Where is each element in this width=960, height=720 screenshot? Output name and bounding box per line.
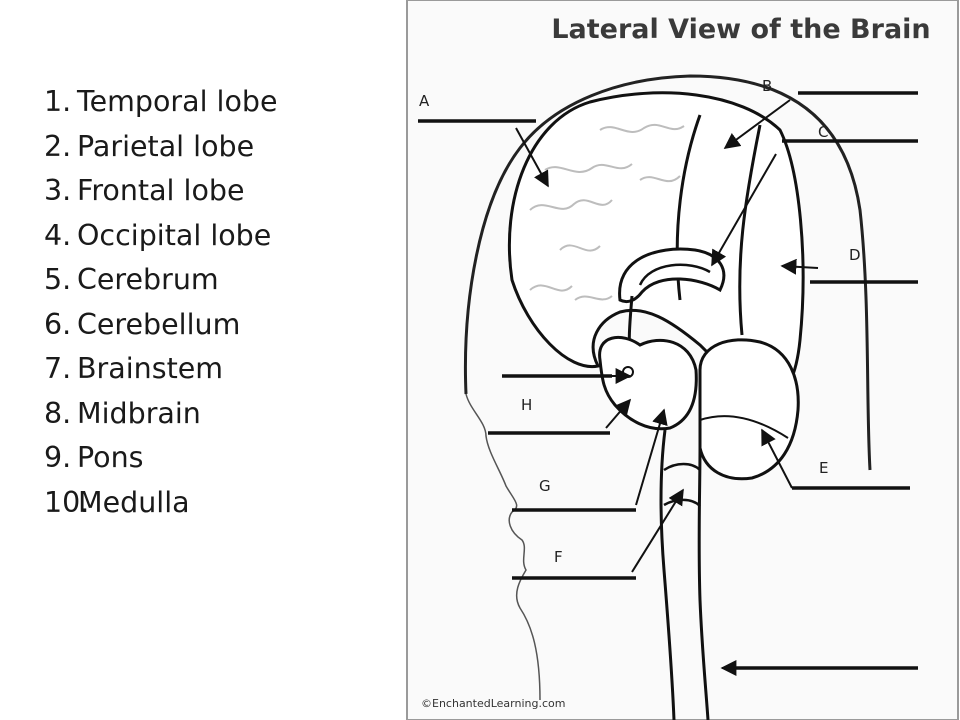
cerebral-gyri xyxy=(529,123,685,301)
limbic-loop xyxy=(638,263,711,286)
term-number: 2. xyxy=(44,129,72,163)
brain-diagram-svg: Lateral View of the Brain xyxy=(406,0,959,720)
diagram-label-g: G xyxy=(539,477,551,495)
pons-line xyxy=(663,462,701,472)
diagram-label-a: A xyxy=(419,92,430,110)
term-number: 5. xyxy=(44,263,72,296)
term-list-item: 9.Pons xyxy=(44,436,278,481)
term-list-item: 7.Brainstem xyxy=(44,347,278,392)
diagram-credit: ©EnchantedLearning.com xyxy=(421,697,565,710)
face-profile xyxy=(465,393,541,701)
term-list-item: 5.Cerebrum xyxy=(44,258,278,303)
term-list-item: 10.Medulla xyxy=(44,481,278,526)
leader-lines xyxy=(418,91,918,676)
term-number: 9. xyxy=(44,441,72,474)
fissure-line xyxy=(738,124,762,336)
cerebellum-fold xyxy=(699,415,789,439)
brain-diagram: Lateral View of the Brain xyxy=(405,0,960,720)
term-list-item: 1.Temporal lobe xyxy=(44,80,278,125)
term-list-item: 8.Midbrain xyxy=(44,392,278,437)
term-number: 1. xyxy=(44,85,72,118)
corpus-callosum xyxy=(618,247,726,304)
diagram-label-d: D xyxy=(849,246,861,264)
term-number: 8. xyxy=(44,396,72,430)
term-list-item: 2.Parietal lobe xyxy=(44,125,278,170)
term-list: 1.Temporal lobe 2.Parietal lobe 3.Fronta… xyxy=(44,80,278,525)
term-label: Medulla xyxy=(78,485,190,519)
term-label: Pons xyxy=(77,441,144,474)
term-label: Cerebellum xyxy=(77,307,241,341)
brainstem xyxy=(659,429,710,720)
term-label: Temporal lobe xyxy=(77,85,278,118)
term-number: 3. xyxy=(44,174,72,207)
term-number: 7. xyxy=(44,352,72,385)
term-label: Brainstem xyxy=(77,352,224,385)
term-label: Frontal lobe xyxy=(77,174,245,207)
diagram-label-b: B xyxy=(762,77,772,95)
diagram-label-c: C xyxy=(818,123,828,141)
diagram-label-f: F xyxy=(554,548,563,566)
term-number: 6. xyxy=(44,307,72,341)
diagram-label-h: H xyxy=(521,396,532,414)
term-label: Midbrain xyxy=(77,396,201,430)
term-number: 4. xyxy=(44,218,72,252)
term-list-item: 6.Cerebellum xyxy=(44,303,278,348)
term-list-item: 3.Frontal lobe xyxy=(44,169,278,214)
term-list-item: 4.Occipital lobe xyxy=(44,214,278,259)
term-label: Occipital lobe xyxy=(77,218,272,252)
term-label: Cerebrum xyxy=(77,263,219,296)
term-label: Parietal lobe xyxy=(77,129,255,163)
diagram-title: Lateral View of the Brain xyxy=(551,14,930,45)
term-number: 10. xyxy=(44,485,90,519)
cerebellum xyxy=(698,338,800,481)
diagram-label-e: E xyxy=(819,459,828,477)
head-outline xyxy=(464,74,872,471)
